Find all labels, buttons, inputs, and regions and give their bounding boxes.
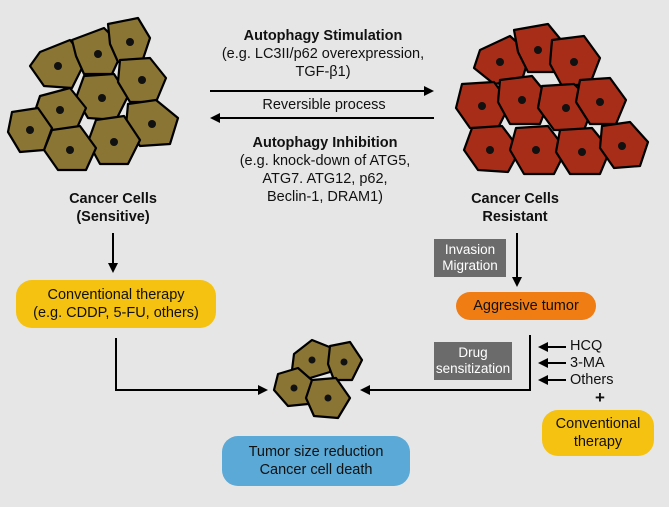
- stimulation-label: Autophagy Stimulation (e.g. LC3II/p62 ov…: [200, 27, 446, 81]
- resistant-cell-cluster: [454, 22, 650, 176]
- inhibitor-hcq: HCQ: [570, 338, 603, 354]
- arrows: [108, 86, 566, 395]
- stimulation-title: Autophagy Stimulation: [243, 28, 403, 44]
- inhibition-label: Autophagy Inhibition (e.g. knock-down of…: [215, 134, 435, 206]
- drug-text: Drug: [458, 345, 488, 360]
- treated-cell-cluster: [272, 338, 364, 420]
- resistant-label-line1: Cancer Cells: [471, 191, 559, 207]
- outcome-line2: Cancer cell death: [259, 462, 373, 478]
- inhibition-example-2: ATG7. ATG12, p62,: [262, 171, 388, 187]
- plus-sign: +: [595, 388, 605, 407]
- resistant-label-line2: Resistant: [482, 209, 548, 225]
- conv-line2: therapy: [573, 434, 623, 450]
- sensitive-label-line1: Cancer Cells: [69, 191, 157, 207]
- sensitive-cell-cluster: [6, 16, 180, 172]
- drug-sensitization-box: Drug sensitization: [434, 342, 512, 380]
- therapy-to-cells-arrow: [115, 338, 268, 395]
- stimulation-example-2: TGF-β1): [295, 64, 351, 80]
- therapy-line1: Conventional therapy: [47, 287, 185, 303]
- inhibitor-others: Others: [570, 372, 614, 388]
- stimulation-example-1: (e.g. LC3II/p62 overexpression,: [221, 46, 425, 62]
- inhibition-example-3: Beclin-1, DRAM1): [266, 189, 384, 205]
- inhibitor-list: HCQ 3-MA Others: [570, 338, 614, 389]
- aggressive-tumor-box: Aggresive tumor: [456, 292, 596, 320]
- tumor-to-cells-arrow: [360, 335, 531, 395]
- conventional-therapy-right-box: Conventional therapy: [542, 410, 654, 456]
- invasion-text: Invasion: [444, 242, 496, 257]
- sensitization-text: sensitization: [435, 361, 511, 376]
- conv-line1: Conventional: [555, 416, 641, 432]
- conventional-therapy-box: Conventional therapy (e.g. CDDP, 5-FU, o…: [16, 280, 216, 328]
- inhibition-title: Autophagy Inhibition: [252, 135, 398, 151]
- sensitive-label-line2: (Sensitive): [76, 209, 150, 225]
- sensitive-cells-label: Cancer Cells (Sensitive): [40, 190, 186, 226]
- outcome-box: Tumor size reduction Cancer cell death: [222, 436, 410, 486]
- therapy-line2: (e.g. CDDP, 5-FU, others): [33, 305, 199, 321]
- inhibitor-3ma: 3-MA: [570, 355, 605, 371]
- inhibition-example-1: (e.g. knock-down of ATG5,: [239, 153, 411, 169]
- reversible-label: Reversible process: [262, 97, 386, 113]
- invasion-migration-box: Invasion Migration: [434, 239, 506, 277]
- migration-text: Migration: [442, 258, 498, 273]
- outcome-line1: Tumor size reduction: [248, 444, 384, 460]
- resistant-cells-label: Cancer Cells Resistant: [460, 190, 570, 226]
